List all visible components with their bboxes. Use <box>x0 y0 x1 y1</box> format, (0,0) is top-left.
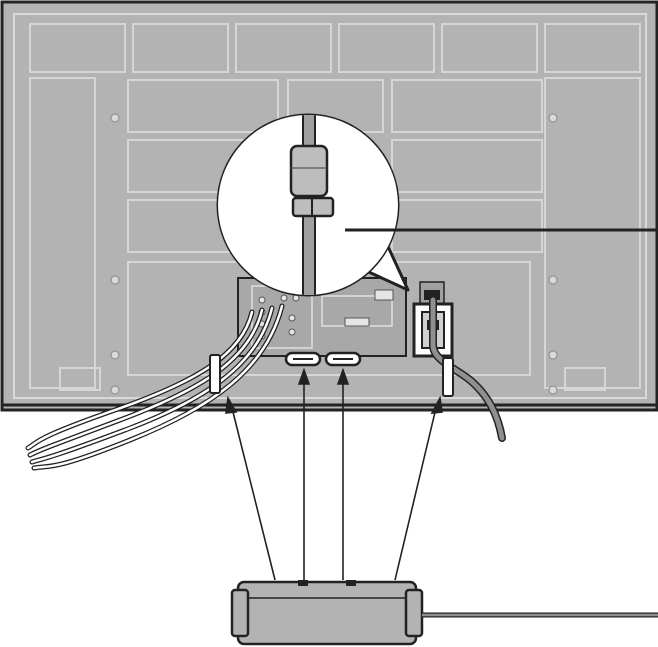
av-cable <box>32 304 284 470</box>
screw-holes <box>110 113 558 395</box>
cable-holder-icon <box>209 354 221 394</box>
screw-hole <box>110 350 120 360</box>
cable-holders <box>209 351 454 397</box>
left-column <box>29 77 96 389</box>
rear-panel-section <box>441 23 538 73</box>
screw-hole <box>548 113 558 123</box>
terminal-connector <box>374 289 394 301</box>
screw-hole <box>548 275 558 285</box>
stand-left-cap <box>230 588 250 638</box>
terminal-jack <box>288 328 296 336</box>
arrow-head <box>225 395 238 414</box>
center-panel <box>391 139 543 193</box>
power-cord-line <box>430 297 505 441</box>
stand-unit <box>230 580 658 646</box>
arrow-head <box>336 367 350 385</box>
rear-panel-section <box>132 23 229 73</box>
tv-inner-frame <box>13 13 647 399</box>
top-panel-row <box>29 23 641 73</box>
left-foot <box>59 367 101 391</box>
magnifier-callout-icon <box>216 113 656 297</box>
rear-panel-section <box>29 23 126 73</box>
av-cable <box>28 308 264 457</box>
arrow-shaft <box>394 407 437 581</box>
side-columns <box>29 77 641 389</box>
stand-right-cap <box>404 588 424 638</box>
screw-hole <box>110 385 120 395</box>
cable-holder-icon <box>442 357 454 397</box>
terminal-jack <box>280 294 288 302</box>
right-column <box>544 77 641 389</box>
av-cable <box>30 306 274 464</box>
rear-panel-section <box>235 23 332 73</box>
terminal-connector <box>344 317 370 327</box>
stand-tab <box>346 580 356 586</box>
tv-rear-panel <box>0 0 658 412</box>
av-cable <box>26 310 254 450</box>
screw-hole <box>110 275 120 285</box>
av-cable-bundle <box>25 303 285 471</box>
right-foot <box>564 367 606 391</box>
stand-tab <box>298 580 308 586</box>
rear-panel-section <box>544 23 641 73</box>
arrow-head <box>297 367 311 385</box>
assembly-arrows <box>225 367 443 581</box>
terminal-jack <box>258 296 266 304</box>
power-cord <box>429 296 506 442</box>
power-socket <box>424 290 440 300</box>
arrow-shaft <box>231 407 276 581</box>
arrow-head <box>430 395 443 414</box>
stand-body <box>236 580 418 646</box>
center-panel <box>391 79 543 133</box>
ferrite-core-icon <box>289 144 329 198</box>
screw-hole <box>548 350 558 360</box>
screw-hole <box>548 385 558 395</box>
screw-hole <box>110 113 120 123</box>
terminal-jack <box>288 314 296 322</box>
rear-panel-section <box>338 23 435 73</box>
center-panel <box>127 79 279 133</box>
